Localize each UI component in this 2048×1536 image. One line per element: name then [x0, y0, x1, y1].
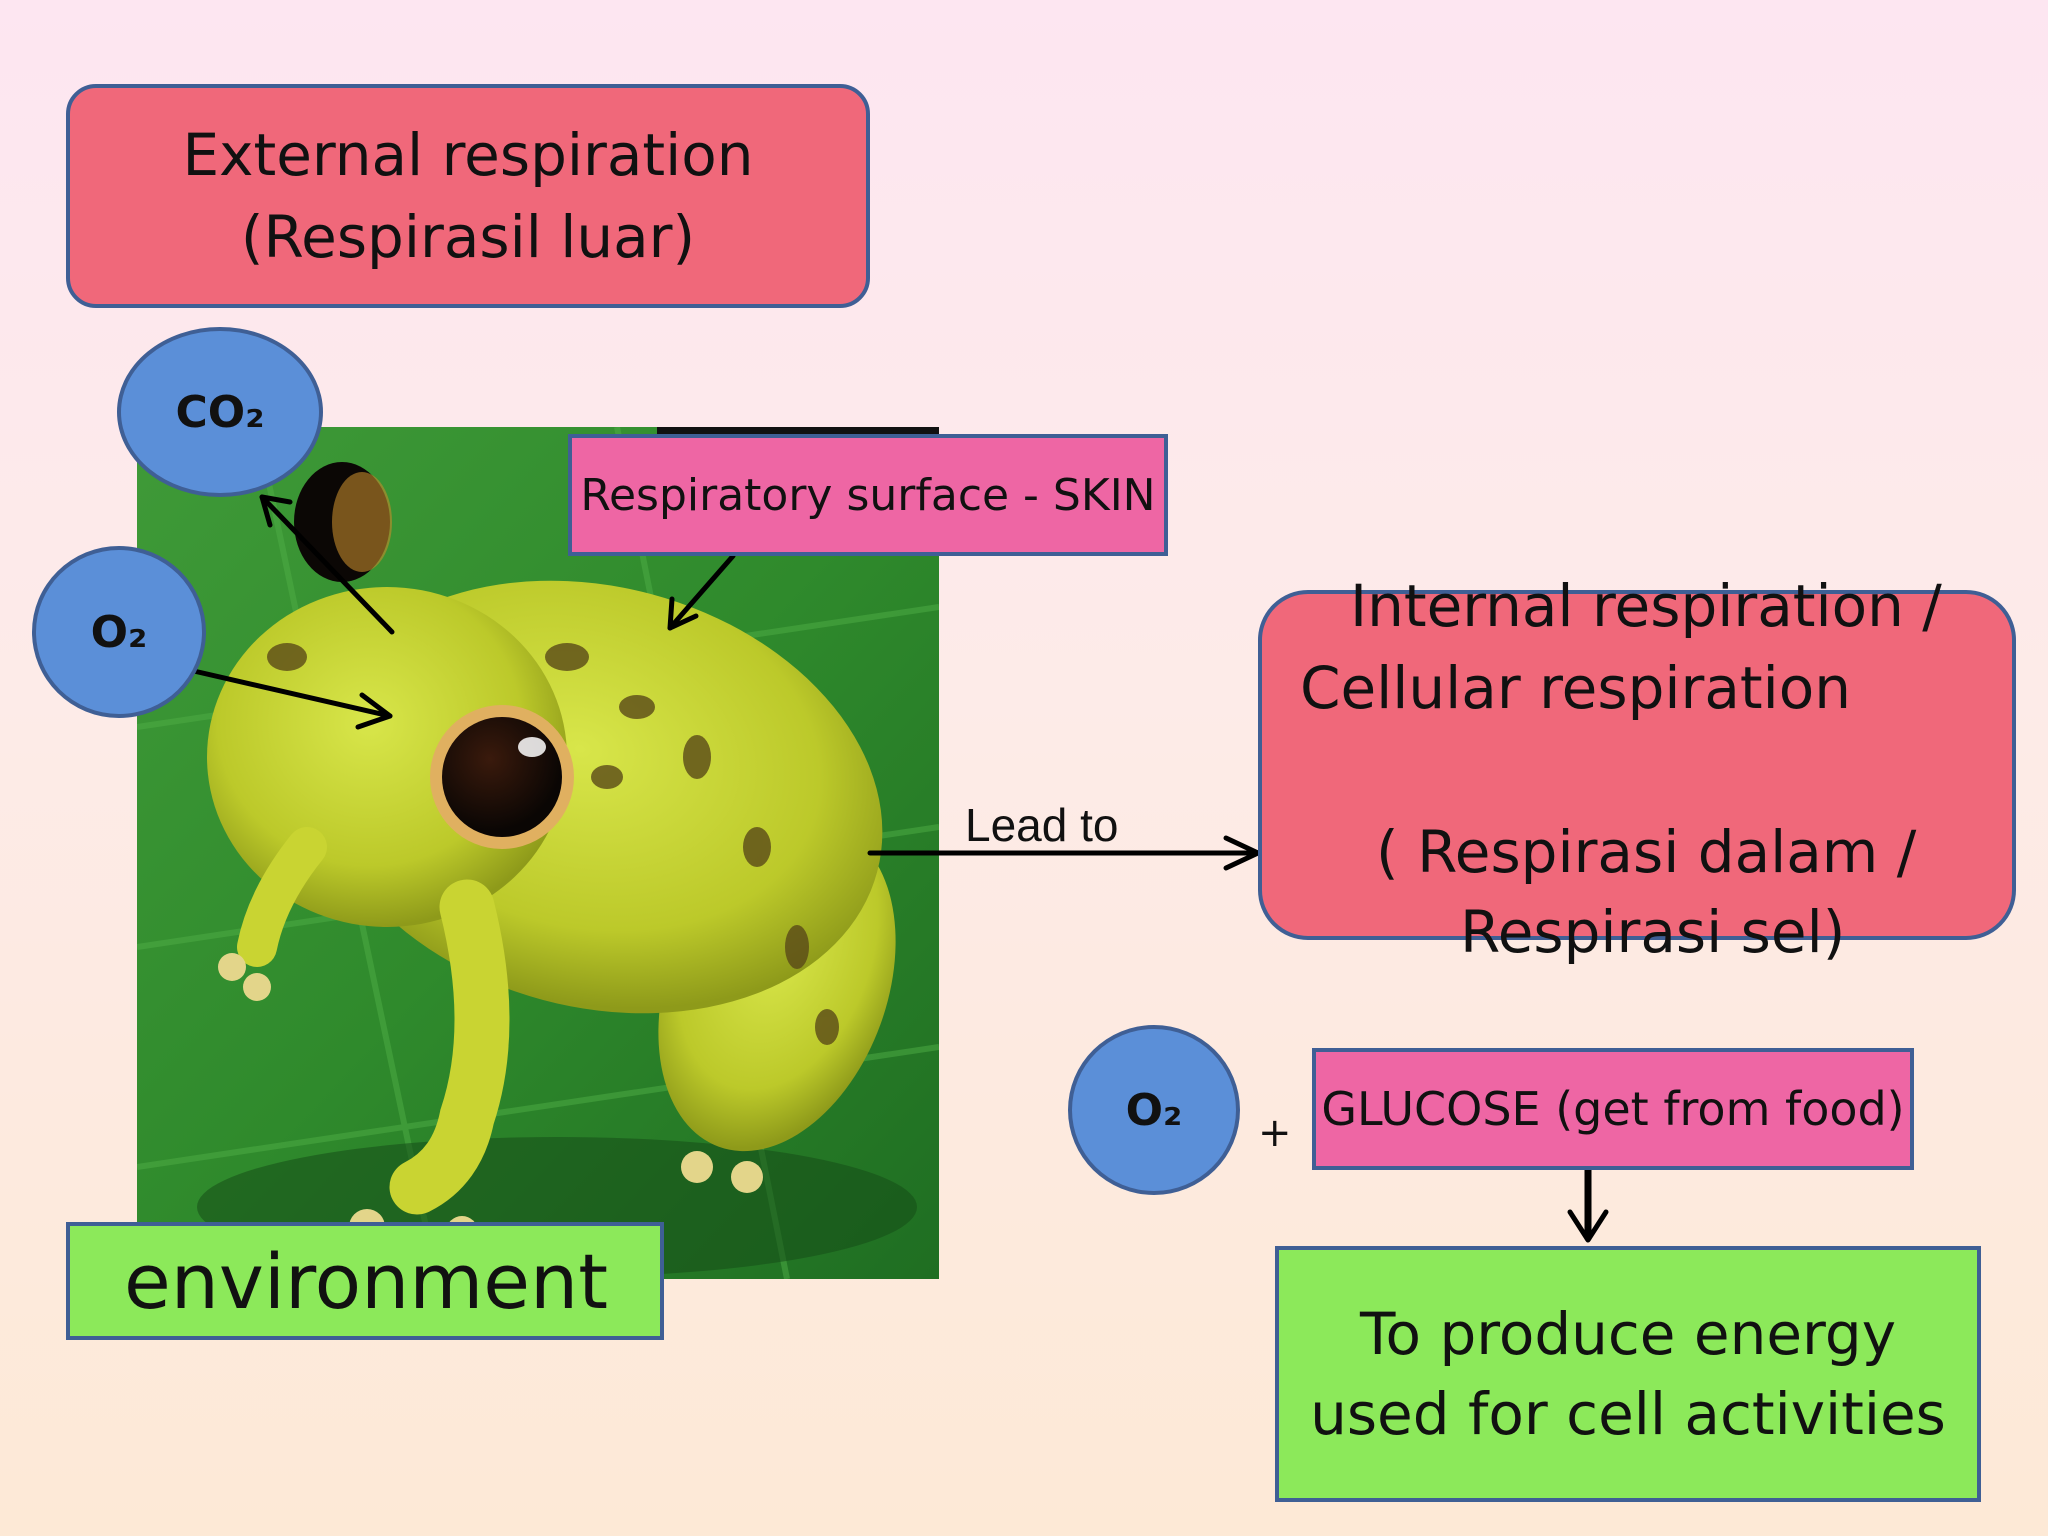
glucose-label: GLUCOSE (get from food) — [1321, 1082, 1905, 1136]
co2-label: CO₂ — [175, 386, 265, 438]
internal-line-4: Respirasi sel) — [1460, 898, 1846, 966]
external-respiration-subtitle: (Respirasil luar) — [240, 203, 696, 271]
glucose-box: GLUCOSE (get from food) — [1312, 1048, 1914, 1170]
skin-arrow — [667, 553, 736, 631]
internal-line-2: Cellular respiration — [1300, 654, 1851, 722]
o2-bubble-right: O₂ — [1068, 1025, 1240, 1195]
environment-box: environment — [66, 1222, 664, 1340]
environment-label: environment — [124, 1236, 609, 1326]
o2-label: O₂ — [90, 606, 148, 658]
frog-photo — [137, 427, 939, 1279]
respiratory-surface-label: Respiratory surface - SKIN — [580, 469, 1156, 521]
co2-arrow — [259, 494, 395, 635]
energy-line-2: used for cell activities — [1310, 1380, 1946, 1448]
external-respiration-title: External respiration — [182, 121, 754, 189]
internal-line-1: Internal respiration / — [1350, 572, 1942, 640]
energy-box: To produce energy used for cell activiti… — [1275, 1246, 1981, 1502]
internal-line-3: ( Respirasi dalam / — [1376, 818, 1917, 886]
plus-sign: + — [1258, 1110, 1292, 1156]
o2-bubble: O₂ — [32, 546, 206, 718]
internal-respiration-box — [1258, 590, 2016, 940]
co2-bubble: CO₂ — [117, 327, 323, 497]
lead-to-label: Lead to — [965, 799, 1119, 851]
o2-arrow — [169, 663, 393, 719]
external-respiration-box: External respiration (Respirasil luar) — [66, 84, 870, 308]
energy-line-1: To produce energy — [1359, 1300, 1897, 1368]
internal-respiration-text: Internal respiration / Cellular respirat… — [1258, 572, 2016, 972]
respiratory-surface-box: Respiratory surface - SKIN — [568, 434, 1168, 556]
o2-right-label: O₂ — [1125, 1084, 1183, 1136]
